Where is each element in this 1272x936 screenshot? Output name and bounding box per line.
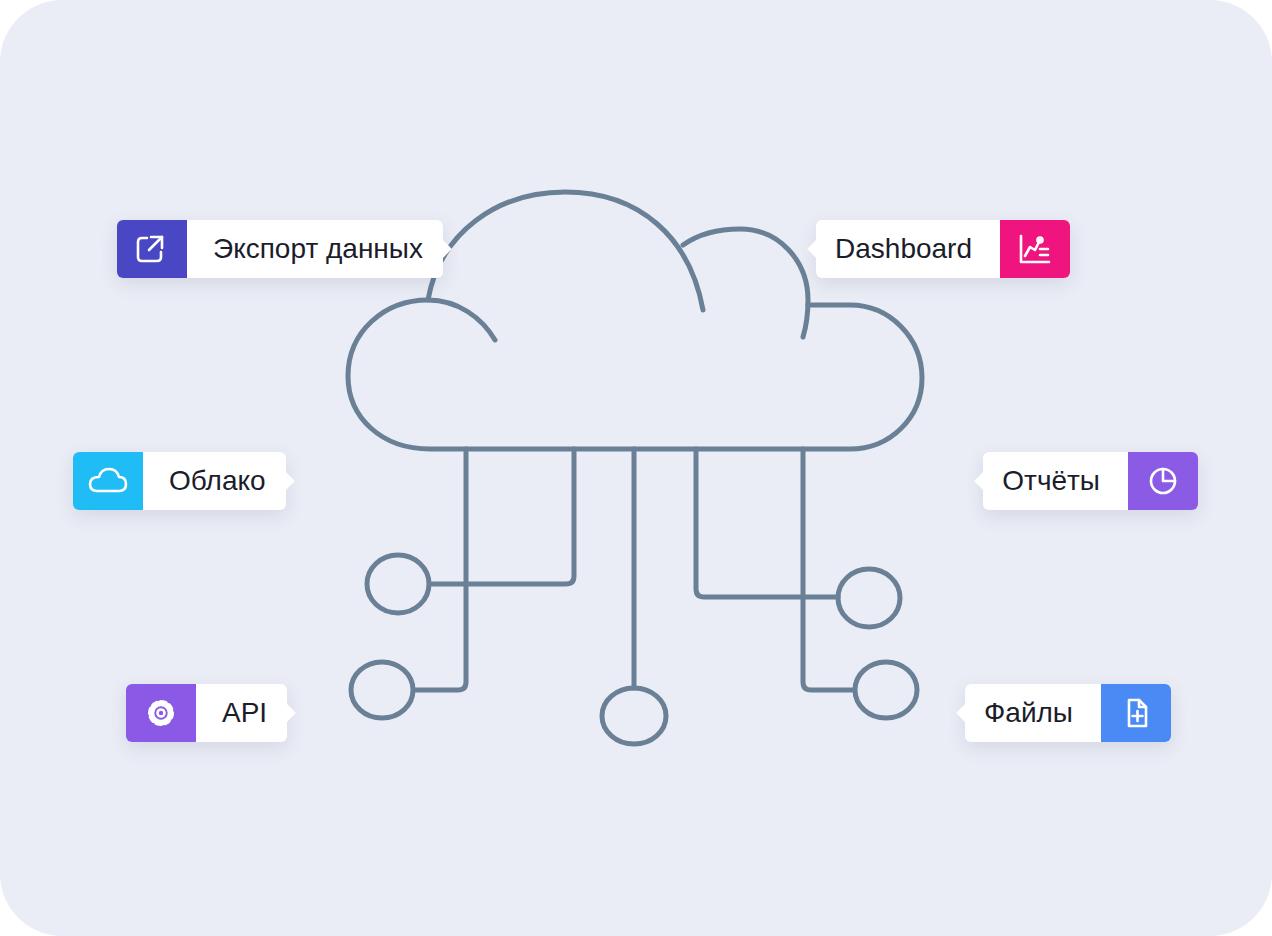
label-card: Отчёты: [983, 452, 1198, 510]
icon-tile: [117, 220, 187, 278]
icon-tile: [1128, 452, 1198, 510]
icon-tile: [73, 452, 143, 510]
card-label: Отчёты: [1002, 464, 1100, 498]
card-label: Dashboard: [835, 232, 972, 266]
card-label: Облако: [169, 464, 266, 498]
card-label: Файлы: [984, 696, 1073, 730]
icon-tile: [126, 684, 196, 742]
icon-tile: [1101, 684, 1171, 742]
circuit-wires: [351, 449, 917, 744]
card-icon: [1000, 220, 1070, 278]
label-card: Dashboard: [816, 220, 1070, 278]
icon-tile: [1000, 220, 1070, 278]
card-icon: [73, 452, 143, 510]
label-card: Экспорт данных: [117, 220, 443, 278]
card-icon: [1101, 684, 1171, 742]
label-card: Облако: [73, 452, 286, 510]
label-card: API: [126, 684, 287, 742]
card-icon: [117, 220, 187, 278]
card-icon: [126, 684, 196, 742]
card-label: API: [222, 696, 267, 730]
label-card: Файлы: [965, 684, 1171, 742]
card-icon: [1128, 452, 1198, 510]
card-label: Экспорт данных: [213, 232, 423, 266]
